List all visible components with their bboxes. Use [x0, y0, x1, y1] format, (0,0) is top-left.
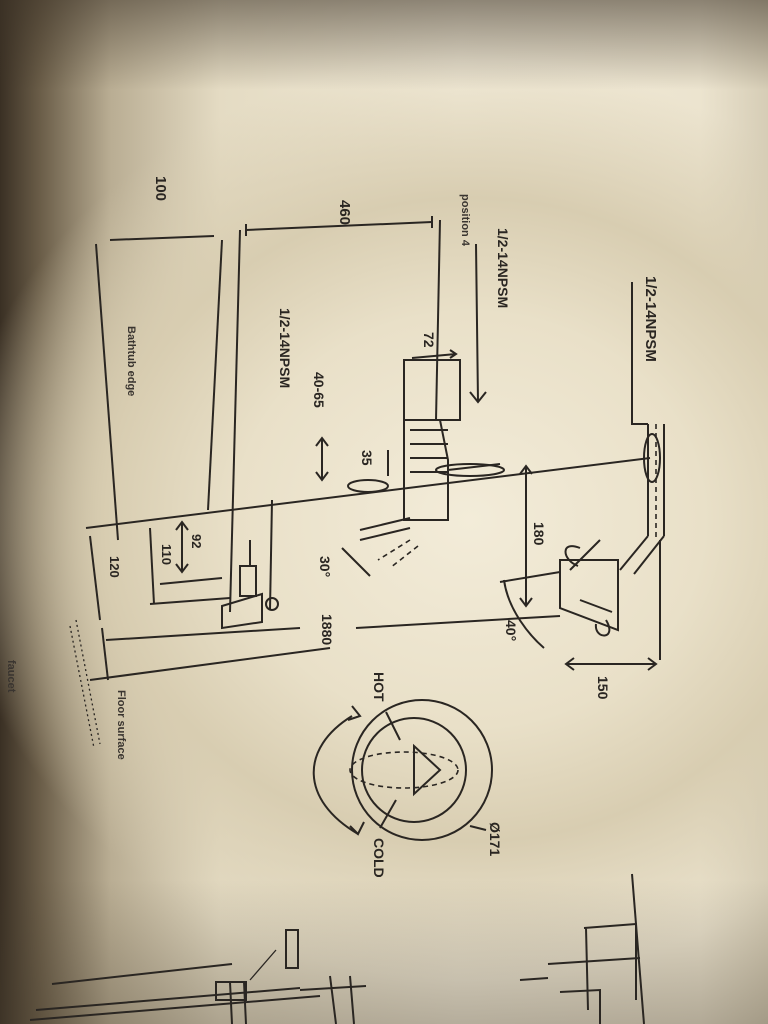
- wall-line: [85, 457, 651, 529]
- label-faucet: faucet: [5, 660, 17, 693]
- label-dim-120: 120: [107, 556, 122, 578]
- label-dim-180: 180: [531, 522, 547, 546]
- shower-head: [559, 539, 619, 637]
- label-dim-100: 100: [152, 176, 169, 201]
- label-dim-35: 35: [359, 450, 375, 466]
- label-thread-low: 1/2-14NPSM: [277, 308, 293, 388]
- label-dia-171: Ø171: [487, 822, 503, 856]
- dimension-lines: [89, 216, 658, 671]
- label-bathtub-edge: Bathtub edge: [125, 326, 137, 396]
- label-dim-150: 150: [595, 676, 611, 700]
- label-dim-460: 460: [336, 200, 353, 225]
- mixer-body: [359, 359, 501, 569]
- shadow-top: [0, 0, 768, 90]
- label-dim-1880: 1880: [319, 614, 335, 645]
- label-position: position 4: [459, 194, 471, 247]
- label-dim-30deg: 30°: [317, 556, 333, 577]
- bottom-fixtures: [29, 873, 645, 1024]
- label-floor: Floor surface: [115, 690, 127, 760]
- label-dim-92: 92: [189, 534, 204, 548]
- label-dim-40deg: 40°: [503, 620, 519, 641]
- mixer-plate: [312, 699, 493, 841]
- bathtub-outline: [69, 243, 331, 749]
- label-cold: COLD: [371, 838, 387, 878]
- label-dim-40-65: 40-65: [311, 372, 327, 408]
- label-thread-mid: 1/2-14NPSM: [495, 228, 511, 308]
- label-dim-110: 110: [159, 544, 174, 565]
- label-thread-top: 1/2-14NPSM: [642, 276, 659, 362]
- shadow-bottom: [0, 880, 768, 1024]
- label-hot: HOT: [371, 672, 387, 702]
- lower-spout: [207, 229, 279, 630]
- label-dim-72: 72: [421, 332, 437, 348]
- labels: 1/2-14NPSM 1/2-14NPSM 1/2-14NPSM positio…: [5, 176, 659, 878]
